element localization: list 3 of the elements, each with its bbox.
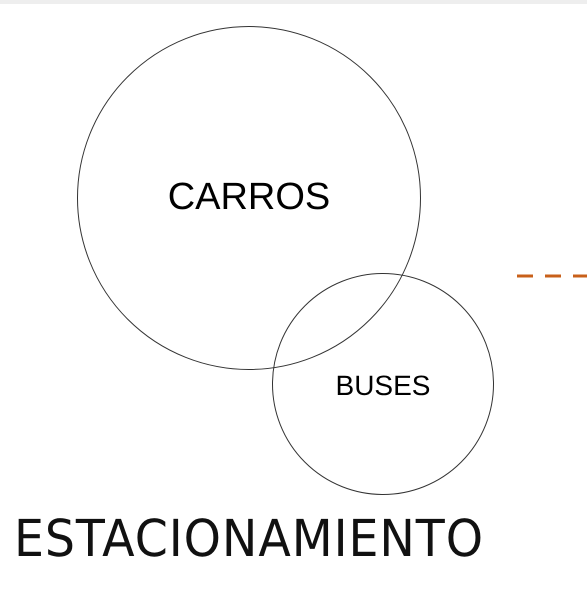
circle-label: CARROS [168,176,330,219]
caption-text: ESTACIONAMIENTO [14,510,484,569]
circle-label: BUSES [336,370,430,402]
